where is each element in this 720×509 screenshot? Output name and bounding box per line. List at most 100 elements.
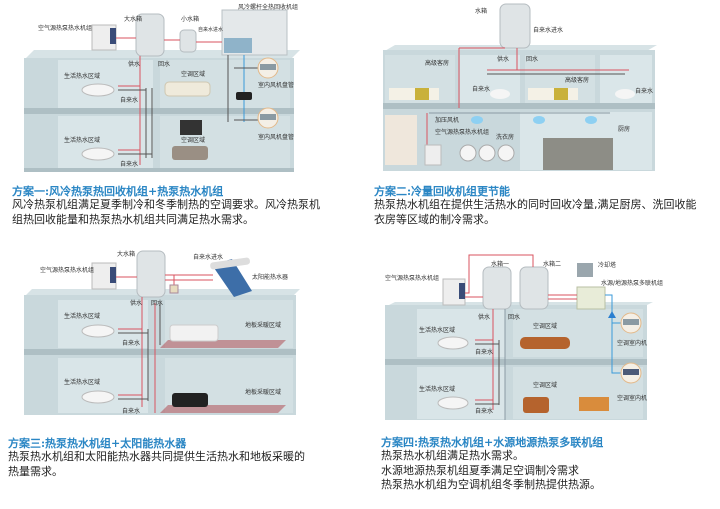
label-supply: 供水 [128,61,141,68]
sofa [172,393,208,407]
label-small-tank: 小水箱 [181,16,200,23]
washing-machine [478,144,496,162]
bed-cover [554,88,568,100]
label-return: 回水 [526,56,539,63]
big-tank [135,13,165,57]
floor-slab [383,103,655,109]
scheme-1-panel: 空气源热泵热水机组 大水箱 小水箱 风冷螺杆全热回收机组 自来水进水 供水 回水… [0,0,360,240]
label-tap-inlet: 自来水进水 [193,254,224,261]
multi-unit [576,286,606,310]
desk [579,397,609,411]
indoor-unit [623,369,639,375]
label-guest-room-1: 高级客房 [425,60,450,67]
label-cooling-tower: 冷却塔 [598,262,617,269]
room [417,367,505,419]
water-tank [499,3,531,49]
scheme-4-panel: 空气源热泵热水机组 水箱一 水箱二 冷却塔 水源/地源热泵多联机组 供水 回水 … [365,245,720,509]
bed-cover [415,88,429,100]
label-laundry: 洗衣房 [496,134,515,141]
scheme-2-diagram [383,3,657,171]
bathtub [81,147,115,161]
scheme-3-description: 热泵热水机组和太阳能热水器共同提供生活热水和地板采暖的 热量需求。 [8,450,305,478]
washing-machine [497,144,515,162]
label-kitchen: 厨房 [618,126,631,133]
label-supply: 供水 [478,314,491,321]
air-source-unit [424,144,442,166]
floor-slab [24,108,294,114]
label-tap-1: 自来水 [475,349,494,356]
label-hot-zone-1: 生活热水区域 [64,73,101,80]
ac-pipe [605,294,623,374]
thermostat [236,92,252,100]
floor-slab [385,359,647,365]
tank-2 [519,266,549,310]
label-air-source-unit: 空气源热泵热水机组 [38,25,93,32]
bathtub [81,83,115,97]
room [460,55,520,103]
tv [180,120,202,135]
tank-1 [482,266,512,310]
label-tap-inlet: 自来水进水 [533,27,564,34]
scheme-4-diagram [385,254,653,420]
room-divider [58,60,153,108]
label-ac-zone-1: 空调区域 [533,323,558,330]
room [417,309,505,357]
label-hot-zone-1: 生活热水区域 [64,313,101,320]
floor-slab-bottom [24,168,294,172]
chiller-panel [224,38,252,53]
scheme-3-caption: 方案三:热泵热水机组+太阳能热水器 热泵热水机组和太阳能热水器共同提供生活热水和… [8,437,305,479]
label-tap-2: 自来水 [475,408,494,415]
bathtub [81,324,115,338]
label-solar-heater: 太阳能热水器 [252,274,289,281]
label-hot-zone-2: 生活热水区域 [64,137,101,144]
label-tap-2: 自来水 [635,88,654,95]
fan-coil-unit [260,64,276,70]
room [58,358,148,413]
scheme-2-panel: 水箱 自来水进水 供水 回水 高级客房 高级客房 自来水 自来水 加压风机 空气… [365,0,720,240]
indoor-unit [623,319,639,325]
label-tap-2: 自来水 [122,408,141,415]
label-ac-zone-1: 空调区域 [181,71,206,78]
label-tap-1: 自来水 [122,340,141,347]
label-ac-zone-2: 空调区域 [533,382,558,389]
sofa [520,337,570,349]
air-source-unit-fan [110,28,116,44]
bed [528,88,578,100]
scheme-2-description: 热泵热水机组在提供生活热水的同时回收冷量,满足厨房、洗回收能 衣房等区域的制冷需… [374,198,697,226]
scheme-3-title: 方案三:热泵热水机组+太阳能热水器 [8,437,187,450]
flow-arrow-icon [608,311,616,318]
scheme-4-caption: 方案四:热泵热水机组+水源地源热泵多联机组 热泵热水机组满足热水需求。 水源地源… [381,436,603,493]
label-floor-heating-1: 地板采暖区域 [245,322,282,329]
cooling-tower [577,263,593,277]
label-tap-1: 自来水 [120,97,139,104]
hot-pipe [465,254,534,294]
sofa [172,146,208,160]
label-chiller: 风冷螺杆全热回收机组 [238,4,299,11]
cooling-outlet [471,116,483,124]
label-indoor-unit-2: 空调室内机 [617,395,648,402]
label-ac-zone-2: 空调区域 [181,137,206,144]
solar-tank [210,257,250,270]
label-return: 回水 [158,61,171,68]
bathtub [437,396,469,410]
small-tank [179,29,197,53]
label-multi-unit: 水源/地源热泵多联机组 [601,280,664,287]
label-big-tank: 大水箱 [124,16,143,23]
scheme-3-diagram [24,250,300,415]
label-tank: 水箱 [475,8,488,15]
label-hot-zone-2: 生活热水区域 [419,386,456,393]
bathtub [437,336,469,350]
label-guest-room-2: 高级客房 [565,77,590,84]
scheme-1-description: 风冷热泵机组满足夏季制冷和冬季制热的空调要求。风冷热泵机 组热回收能量和热泵热水… [12,198,320,226]
label-tap-2: 自来水 [120,161,139,168]
fan-coil-unit [260,114,276,120]
label-tank-2: 水箱二 [543,261,562,268]
scheme-3-panel: 大水箱 空气源热泵热水机组 自来水进水 太阳能热水器 供水 回水 生活热水区域 … [0,245,360,495]
label-indoor-unit-1: 空调室内机 [617,340,648,347]
room [58,300,148,348]
floor-heating-1 [160,340,286,348]
label-booster-fan: 加压风机 [435,117,460,124]
label-supply: 供水 [497,56,510,63]
bed [389,88,439,100]
label-fan-coil-2: 室内风机盘管 [258,134,295,141]
